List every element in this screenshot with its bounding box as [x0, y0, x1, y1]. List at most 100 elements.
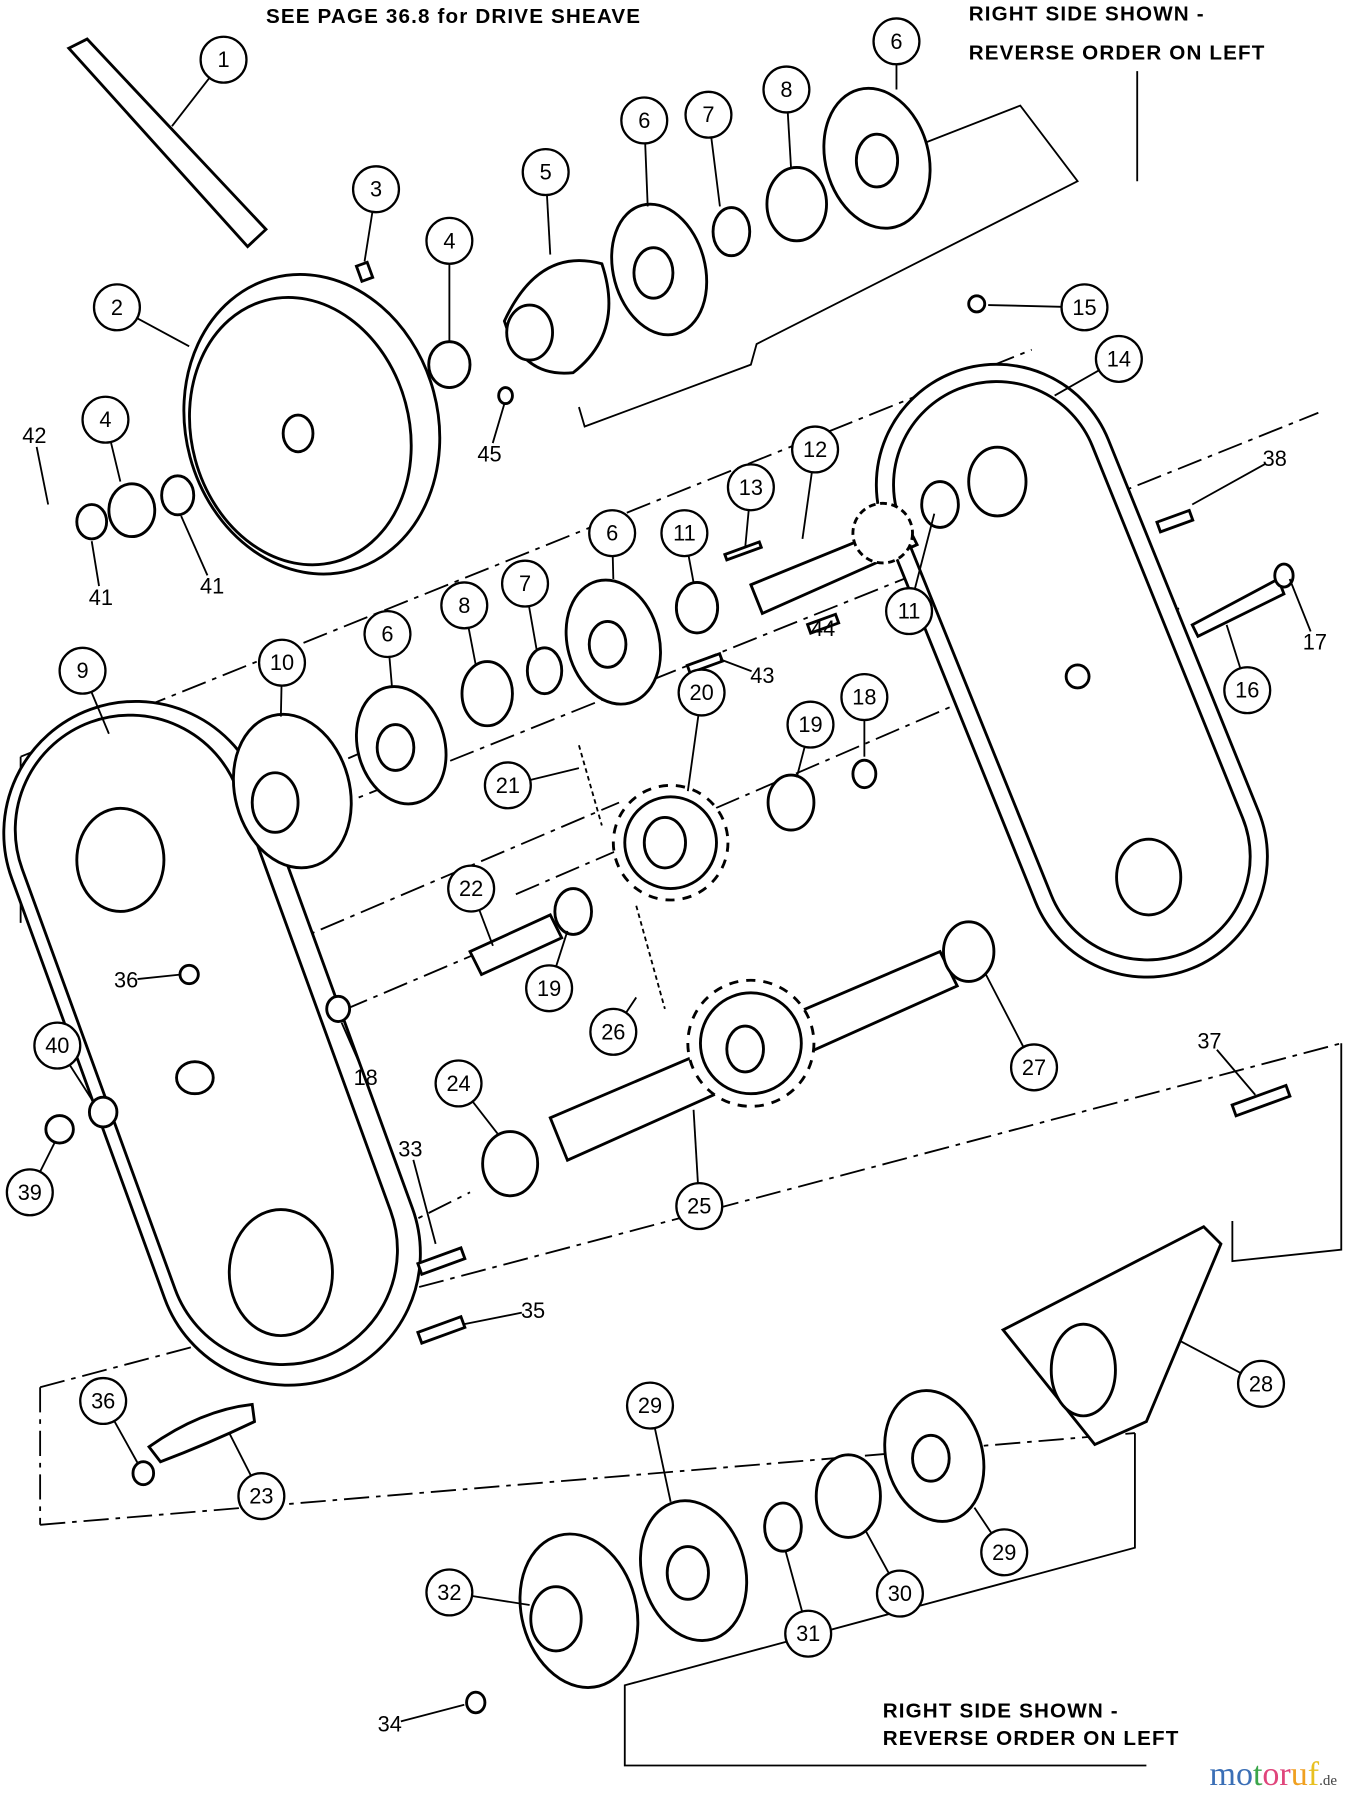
bolt — [416, 1314, 467, 1345]
callout-circle — [588, 509, 637, 558]
callout-circle — [351, 165, 401, 214]
leader-line — [109, 441, 122, 482]
key — [722, 540, 764, 562]
callout-36: 36 — [79, 1376, 139, 1464]
leader-line — [35, 446, 50, 505]
callout-number: 7 — [702, 102, 714, 127]
callout-6: 6 — [872, 17, 921, 90]
callout-35: 35 — [464, 1298, 545, 1326]
callout-number: 23 — [249, 1484, 273, 1509]
callout-number: 41 — [200, 573, 224, 598]
callout-number: 20 — [689, 680, 713, 705]
leader-line — [90, 691, 110, 735]
leader-line — [363, 211, 374, 262]
bearing-race — [711, 206, 752, 258]
callout-8: 8 — [762, 65, 811, 168]
callout-number: 4 — [99, 407, 111, 432]
bearing-housing-bore — [529, 1585, 583, 1653]
callout-circle — [92, 283, 142, 332]
callout-7: 7 — [500, 559, 550, 650]
callout-29: 29 — [625, 1381, 675, 1503]
callout-circle — [660, 509, 709, 558]
chain — [635, 905, 666, 1010]
leader-line — [180, 515, 209, 576]
callout-number: 41 — [89, 585, 113, 610]
bolt — [805, 612, 841, 635]
plug — [967, 294, 987, 314]
leader-line — [686, 715, 700, 792]
callout-number: 37 — [1197, 1029, 1221, 1054]
callout-circle — [620, 96, 669, 145]
logo-letter: o — [1235, 1756, 1253, 1793]
washer — [160, 474, 196, 517]
callout-14: 14 — [1054, 334, 1143, 397]
callout-11: 11 — [660, 509, 709, 583]
callout-circle — [726, 463, 775, 512]
clutch-hub-bore — [505, 303, 554, 362]
callout-circle — [33, 1021, 82, 1070]
bearing — [460, 660, 514, 728]
callout-number: 22 — [459, 876, 483, 901]
nut — [44, 1114, 75, 1145]
drive-sheave-note: SEE PAGE 36.8 for DRIVE SHEAVE — [266, 5, 641, 28]
callout-circle — [840, 673, 889, 722]
callout-44: 44 — [811, 616, 835, 641]
callout-circle — [885, 587, 934, 636]
callout-number: 16 — [1235, 678, 1259, 703]
leader-line — [546, 194, 552, 255]
callout-number: 11 — [673, 521, 696, 546]
leader-line — [625, 996, 638, 1014]
callout-number: 7 — [519, 571, 531, 596]
callout-circle — [440, 581, 489, 630]
callout-circle — [675, 1182, 724, 1231]
flange-bore — [375, 723, 416, 772]
v-belt — [66, 37, 268, 249]
callout-circle — [1236, 1359, 1286, 1408]
set-screw — [354, 260, 375, 284]
plate-opening — [1049, 1322, 1117, 1418]
callout-8: 8 — [440, 581, 489, 666]
callout-number: 19 — [537, 976, 561, 1001]
leader-line — [1191, 463, 1266, 506]
leader-line — [171, 77, 211, 127]
callout-20: 20 — [677, 668, 726, 792]
callout-4: 4 — [81, 395, 130, 482]
callout-number: 36 — [91, 1388, 115, 1413]
callout-42: 42 — [22, 423, 50, 505]
callout-12: 12 — [791, 425, 840, 540]
leader-line — [653, 1427, 672, 1503]
callout-circle — [525, 964, 574, 1013]
leader-line — [39, 1141, 56, 1173]
leader-line — [555, 930, 569, 967]
leader-line — [687, 555, 695, 583]
callout-11: 11 — [885, 513, 936, 636]
callout-number: 18 — [354, 1065, 378, 1090]
callout-30: 30 — [864, 1530, 924, 1618]
callout-circle — [684, 90, 733, 139]
callout-number: 39 — [18, 1180, 42, 1205]
bearing — [765, 166, 828, 243]
flange-pair-bore — [250, 771, 300, 834]
leader-line — [744, 510, 750, 549]
callout-29: 29 — [973, 1507, 1029, 1577]
leader-line — [1225, 624, 1242, 669]
top-right-note-line1: RIGHT SIDE SHOWN - — [969, 3, 1205, 26]
leader-line — [864, 1530, 890, 1574]
callout-circle — [1060, 283, 1109, 332]
callout-3: 3 — [351, 165, 401, 262]
logo-letter: r — [1279, 1756, 1291, 1793]
callout-number: 29 — [992, 1540, 1016, 1565]
callout-6: 6 — [620, 96, 669, 207]
callout-circle — [589, 1007, 638, 1056]
logo-letter: t — [1252, 1756, 1263, 1793]
leader-line — [692, 1109, 699, 1184]
callout-circle — [521, 147, 570, 197]
callout-number: 6 — [890, 29, 902, 54]
callout-9: 9 — [58, 646, 110, 735]
callout-number: 25 — [687, 1194, 711, 1219]
callout-number: 33 — [398, 1136, 422, 1161]
leader-line — [228, 1432, 252, 1477]
callout-18: 18 — [340, 1022, 378, 1090]
callout-13: 13 — [726, 463, 775, 549]
leader-line — [529, 767, 580, 781]
